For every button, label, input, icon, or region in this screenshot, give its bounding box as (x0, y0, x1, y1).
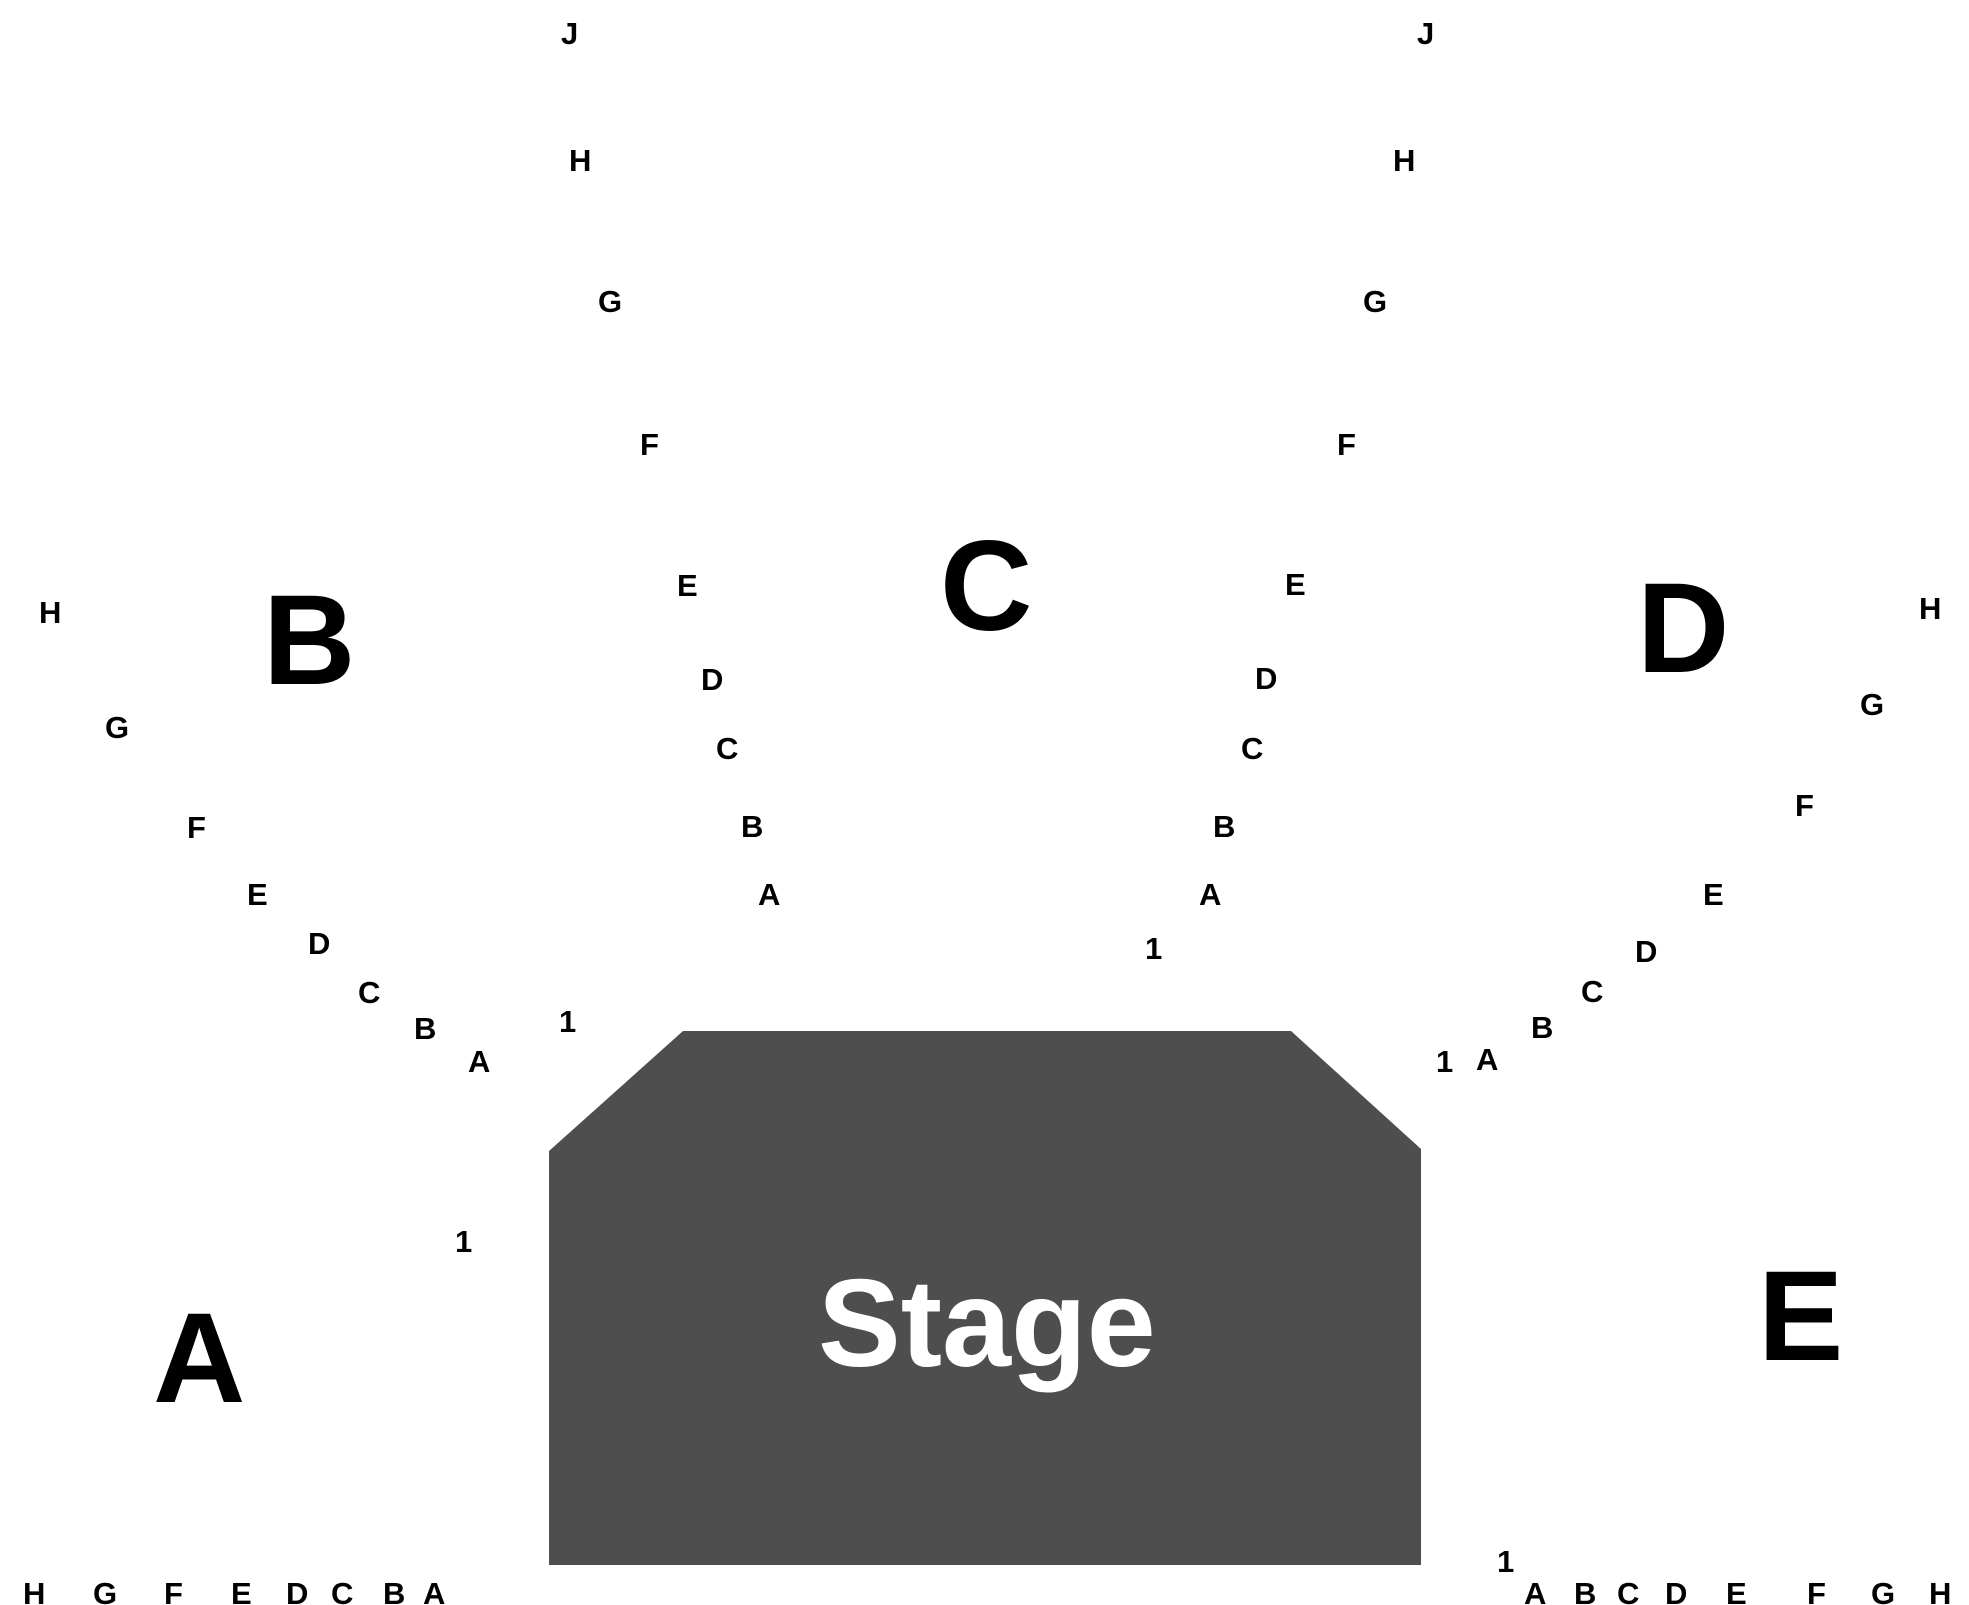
section-c-left-row-a[interactable]: A (758, 877, 781, 912)
section-c-right-seat-1-marker: 1 (1145, 931, 1163, 966)
section-a-label[interactable]: A (153, 1287, 246, 1430)
section-b-row-d[interactable]: D (308, 926, 331, 961)
section-b-row-c[interactable]: C (358, 975, 381, 1010)
section-d-row-d[interactable]: D (1635, 934, 1658, 969)
section-c-left-row-b[interactable]: B (741, 809, 764, 844)
section-b-label[interactable]: B (263, 569, 356, 712)
section-c-left-row-g[interactable]: G (598, 284, 623, 319)
section-a-seat-1-marker: 1 (455, 1224, 473, 1259)
section-d-row-h[interactable]: H (1919, 591, 1942, 626)
section-c-right-row-f[interactable]: F (1337, 427, 1356, 462)
section-c-right-row-b[interactable]: B (1213, 809, 1236, 844)
section-c-left-row-h[interactable]: H (569, 143, 592, 178)
section-b-row-b[interactable]: B (414, 1011, 437, 1046)
section-c-right-row-c[interactable]: C (1241, 731, 1264, 766)
section-b-row-e[interactable]: E (247, 877, 268, 912)
section-c-right-row-d[interactable]: D (1255, 661, 1278, 696)
section-e-seat-1-marker: 1 (1497, 1544, 1515, 1579)
stage-label: Stage (818, 1255, 1156, 1393)
section-e-row-g[interactable]: G (1871, 1576, 1896, 1605)
stage-polygon[interactable] (549, 1031, 1421, 1565)
section-c-right-row-a[interactable]: A (1199, 877, 1222, 912)
section-d-row-f[interactable]: F (1795, 788, 1814, 823)
section-e-row-b[interactable]: B (1574, 1576, 1597, 1605)
section-e-row-e[interactable]: E (1726, 1576, 1747, 1605)
section-a-row-d[interactable]: D (286, 1576, 309, 1605)
section-e-row-c[interactable]: C (1617, 1576, 1640, 1605)
section-e-row-h[interactable]: H (1929, 1576, 1952, 1605)
section-b-row-h[interactable]: H (39, 595, 62, 630)
section-c-right-row-e[interactable]: E (1285, 567, 1306, 602)
section-b-row-a[interactable]: A (468, 1044, 491, 1079)
section-c-left-row-e[interactable]: E (677, 568, 698, 603)
section-c-label[interactable]: C (940, 515, 1033, 658)
section-e-label[interactable]: E (1758, 1245, 1844, 1388)
section-c-right-row-g[interactable]: G (1363, 284, 1388, 319)
section-e-row-d[interactable]: D (1665, 1576, 1688, 1605)
section-c-left-row-c[interactable]: C (716, 731, 739, 766)
section-c-left-row-d[interactable]: D (701, 662, 724, 697)
section-d-seat-1-marker: 1 (1436, 1044, 1454, 1079)
section-c-right-row-j[interactable]: J (1417, 16, 1435, 51)
section-b-row-g[interactable]: G (105, 710, 130, 745)
section-d-row-c[interactable]: C (1581, 974, 1604, 1009)
section-b-row-f[interactable]: F (187, 810, 206, 845)
section-a-row-c[interactable]: C (331, 1576, 354, 1605)
section-c-left-row-j[interactable]: J (561, 16, 579, 51)
section-c-left-row-f[interactable]: F (640, 427, 659, 462)
section-d-row-a[interactable]: A (1476, 1042, 1499, 1077)
section-e-row-a[interactable]: A (1524, 1576, 1547, 1605)
section-a-row-e[interactable]: E (231, 1576, 252, 1605)
section-a-row-a[interactable]: A (423, 1576, 446, 1605)
section-d-row-g[interactable]: G (1860, 687, 1885, 722)
section-a-row-h[interactable]: H (23, 1576, 46, 1605)
section-d-row-b[interactable]: B (1531, 1010, 1554, 1045)
section-a-row-b[interactable]: B (383, 1576, 406, 1605)
section-d-label[interactable]: D (1637, 557, 1730, 700)
section-a-row-g[interactable]: G (93, 1576, 118, 1605)
section-a-row-f[interactable]: F (164, 1576, 183, 1605)
section-e-row-f[interactable]: F (1807, 1576, 1826, 1605)
section-d-row-e[interactable]: E (1703, 877, 1724, 912)
section-b-seat-1-marker: 1 (559, 1004, 577, 1039)
section-c-right-row-h[interactable]: H (1393, 143, 1416, 178)
